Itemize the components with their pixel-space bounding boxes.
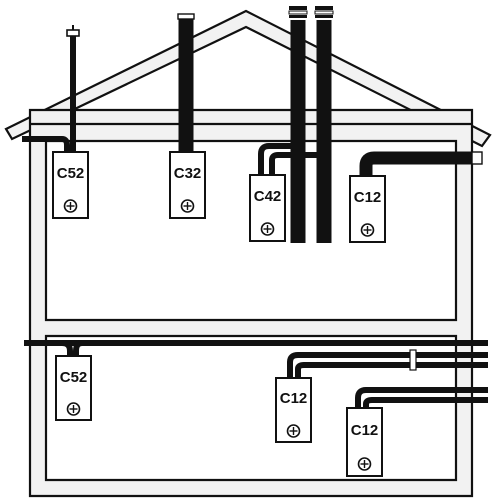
boiler-c12-upper: C12 — [349, 175, 386, 243]
pipe-joint — [409, 349, 417, 371]
boiler-label: C52 — [57, 165, 85, 182]
boiler-label: C32 — [174, 165, 202, 182]
boiler-c42: C42 — [249, 174, 286, 242]
boiler-label: C12 — [280, 390, 308, 407]
gauge-icon — [63, 199, 78, 213]
boiler-label: C42 — [254, 188, 282, 205]
pipe-c42-connection — [258, 143, 300, 175]
gauge-icon — [260, 222, 275, 236]
house-walls — [28, 108, 474, 498]
terminal-cap-c32 — [177, 13, 195, 20]
terminal-cap-stack-left — [288, 6, 308, 18]
boiler-c32: C32 — [169, 151, 206, 219]
boiler-label: C52 — [60, 369, 88, 386]
gauge-icon — [66, 402, 81, 416]
pipe-c12-upper — [359, 151, 478, 176]
pipe-c42-connection-2 — [269, 152, 324, 175]
pipe-c52-upper-side — [22, 136, 70, 153]
boiler-c52-lower: C52 — [55, 355, 92, 421]
boiler-c12-right: C12 — [346, 407, 383, 477]
boiler-c52-upper: C52 — [52, 151, 89, 219]
pipe-c12-middle-2 — [295, 362, 488, 378]
pipe-c12-right — [355, 387, 488, 408]
gauge-icon — [286, 424, 301, 438]
gauge-icon — [360, 223, 375, 237]
terminal-c12-upper — [471, 151, 483, 165]
pipes-lower-floor — [24, 340, 488, 408]
gauge-icon — [180, 199, 195, 213]
terminal-cap-c52 — [66, 25, 80, 37]
boiler-c12-middle: C12 — [275, 377, 312, 443]
boiler-label: C12 — [354, 189, 382, 206]
pipe-c12-right-2 — [363, 397, 488, 408]
pipe-c12-middle — [287, 352, 488, 378]
pipe-c52-lower-drop — [61, 340, 73, 356]
terminal-cap-stack-right — [314, 6, 334, 18]
pipe-c52-lower-drop-2 — [73, 340, 83, 356]
pipes-upper-floor — [22, 6, 483, 243]
gauge-icon — [357, 457, 372, 471]
boiler-label: C12 — [351, 422, 379, 439]
